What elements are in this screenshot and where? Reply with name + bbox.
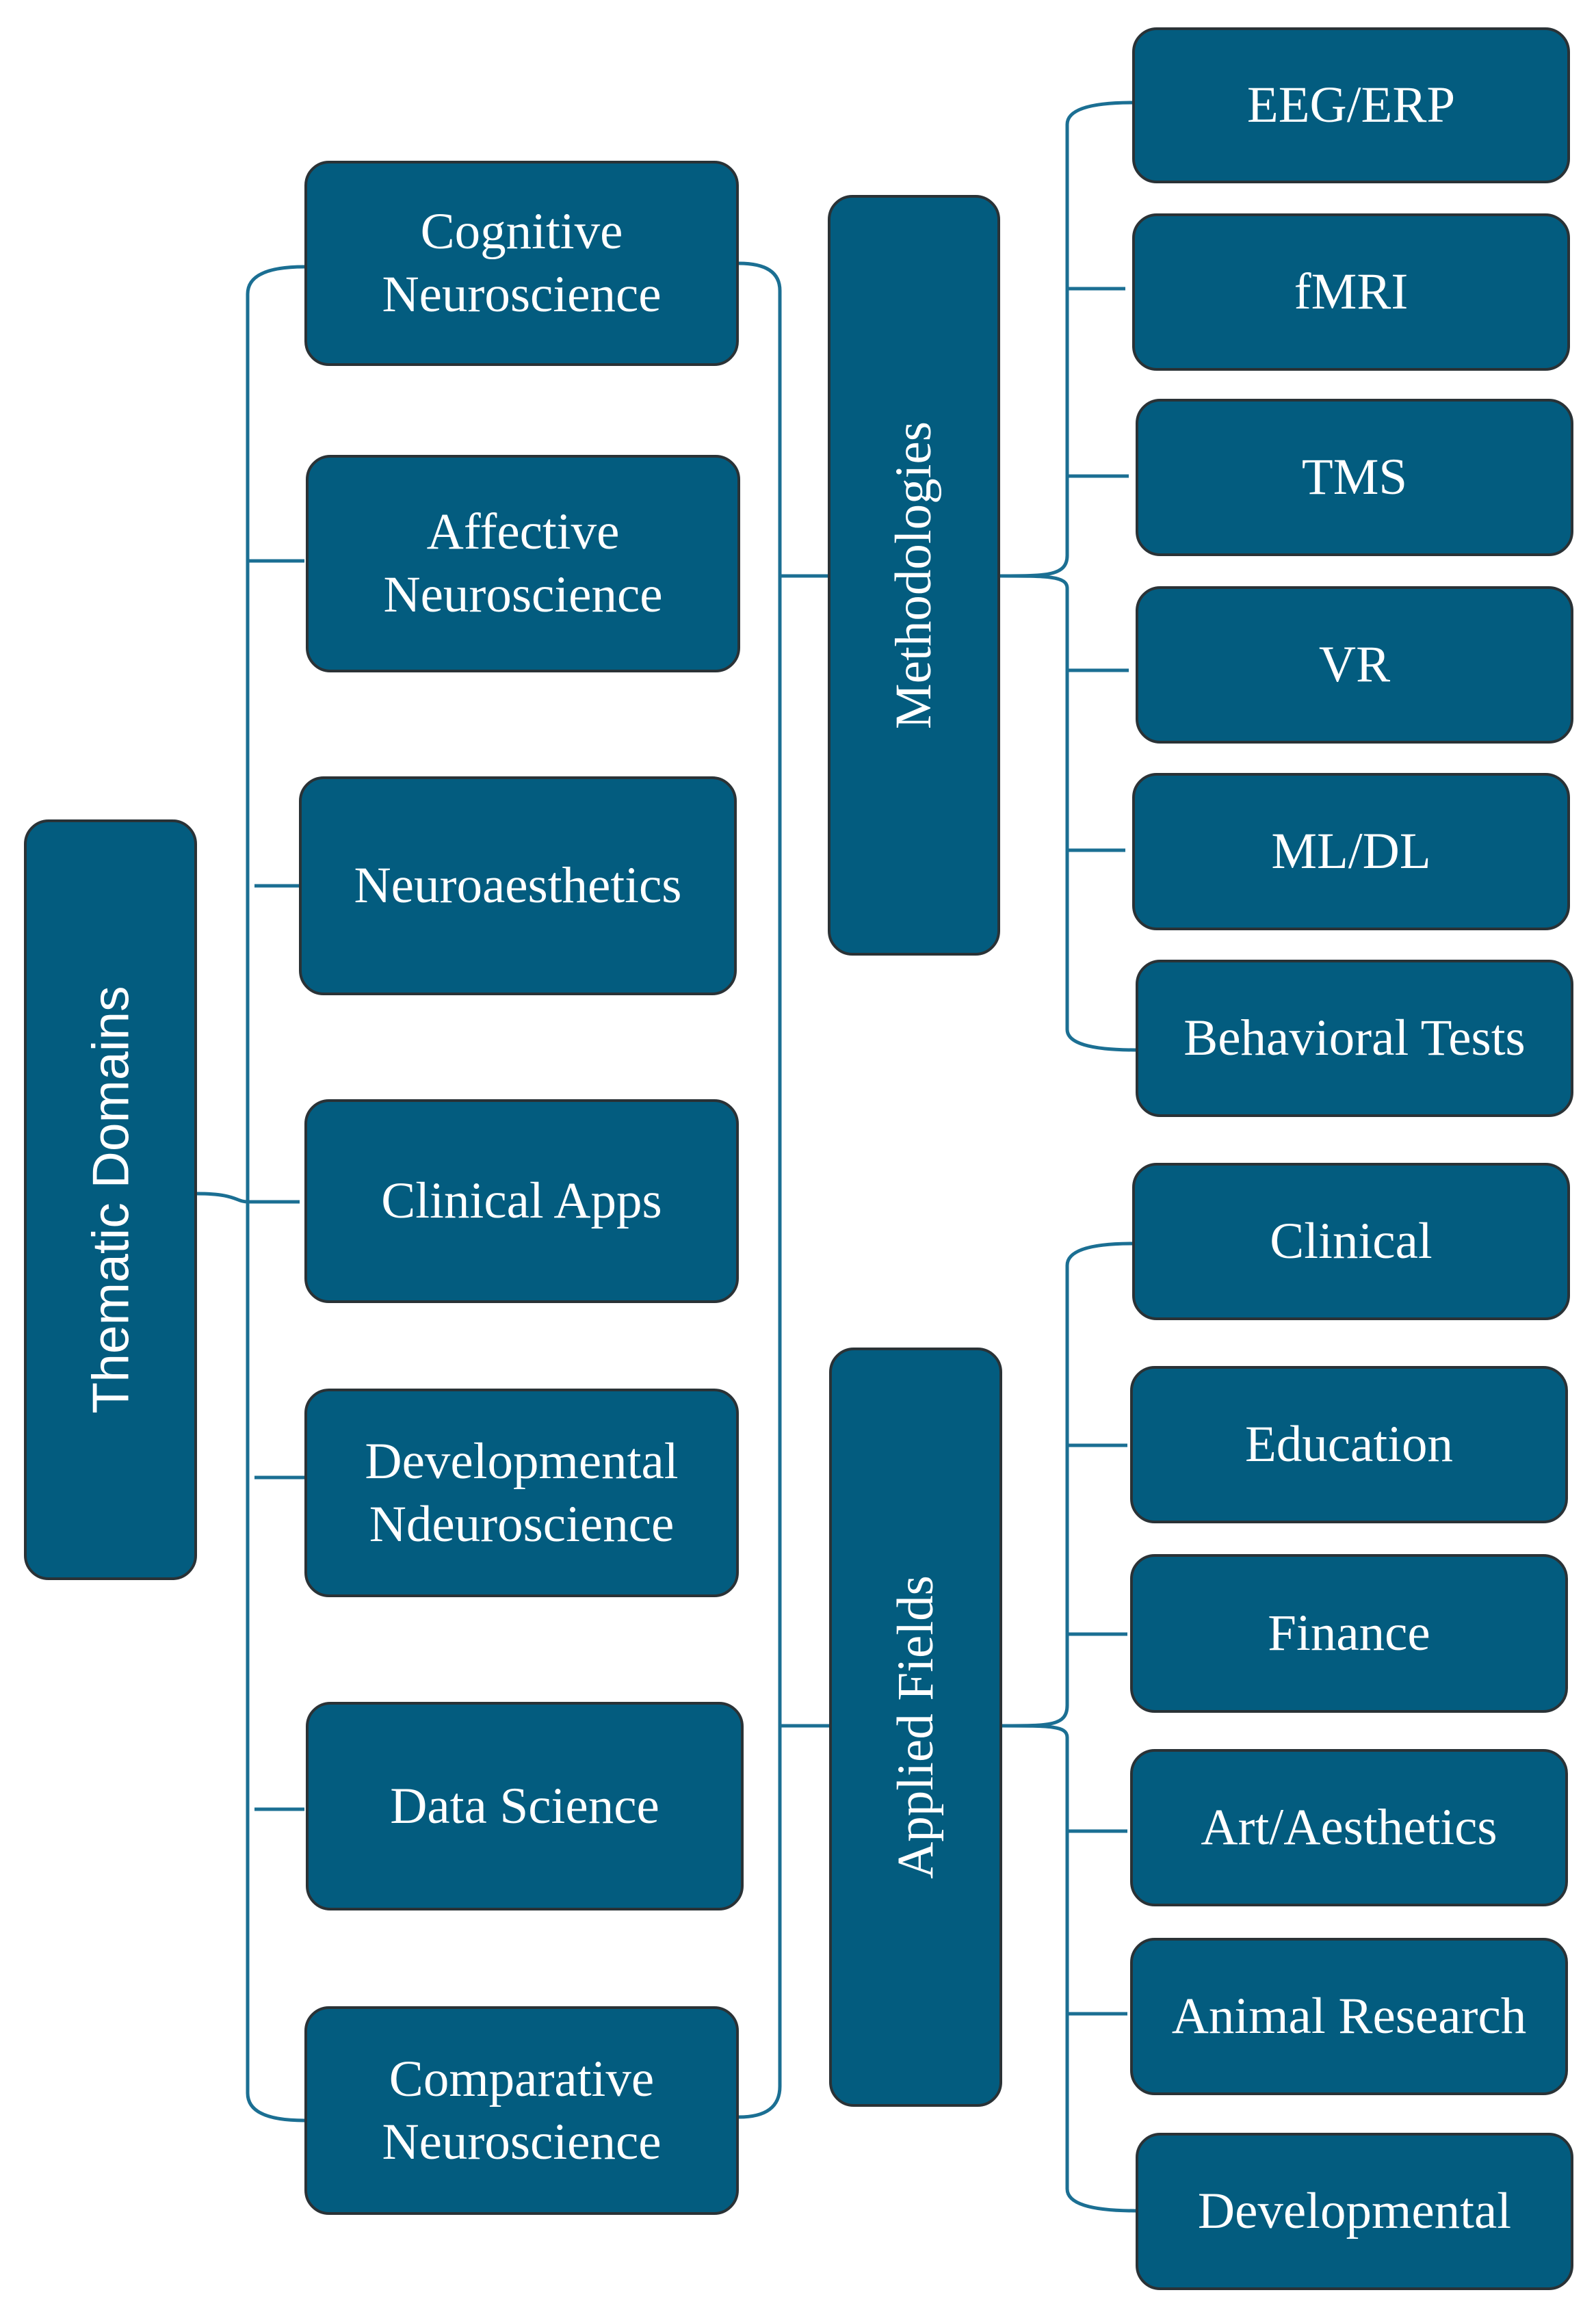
method-node-eeg-erp: EEG/ERP <box>1132 27 1570 183</box>
category-label: Applied Fields <box>887 1575 944 1879</box>
domain-label: Data Science <box>390 1777 659 1835</box>
category-node-methodologies: Methodologies <box>828 195 1000 956</box>
method-node-behavioral-tests: Behavioral Tests <box>1136 960 1573 1117</box>
method-label: EEG/ERP <box>1246 77 1456 133</box>
domain-node-comparative-neuroscience: Comparative Neuroscience <box>304 2006 739 2215</box>
field-label: Finance <box>1268 1605 1430 1661</box>
method-label: VR <box>1318 636 1391 693</box>
field-label: Clinical <box>1270 1213 1433 1270</box>
domain-node-cognitive-neuroscience: Cognitive Neuroscience <box>304 161 739 366</box>
domain-label: Neuroaesthetics <box>354 857 682 914</box>
domain-label: Cognitive Neuroscience <box>382 203 662 323</box>
method-label: fMRI <box>1294 263 1409 320</box>
method-node-tms: TMS <box>1136 399 1573 556</box>
domain-node-developmental-neuroscience: Developmental Ndeuroscience <box>304 1389 739 1597</box>
root-node-thematic-domains: Thematic Domains <box>24 819 197 1580</box>
category-node-applied-fields: Applied Fields <box>829 1348 1002 2107</box>
field-node-finance: Finance <box>1130 1554 1568 1713</box>
field-node-clinical: Clinical <box>1132 1163 1570 1320</box>
domain-label: Comparative Neuroscience <box>382 2050 662 2170</box>
field-node-art-aesthetics: Art/Aesthetics <box>1130 1749 1568 1906</box>
domain-node-neuroaesthetics: Neuroaesthetics <box>299 776 737 995</box>
field-label: Education <box>1244 1416 1454 1473</box>
domain-node-clinical-apps: Clinical Apps <box>304 1099 739 1303</box>
domain-label: Affective Neuroscience <box>383 503 663 623</box>
category-label: Methodologies <box>885 421 942 729</box>
method-label: ML/DL <box>1271 823 1431 880</box>
domain-label: Clinical Apps <box>381 1172 662 1229</box>
field-node-education: Education <box>1130 1366 1568 1523</box>
domain-label: Developmental Ndeuroscience <box>365 1432 679 1553</box>
method-label: TMS <box>1301 449 1408 505</box>
method-label: Behavioral Tests <box>1183 1010 1526 1066</box>
field-node-animal-research: Animal Research <box>1130 1938 1568 2095</box>
root-label: Thematic Domains <box>81 986 140 1414</box>
method-node-fmri: fMRI <box>1132 213 1570 371</box>
domain-node-affective-neuroscience: Affective Neuroscience <box>306 455 740 672</box>
method-node-ml-dl: ML/DL <box>1132 773 1570 930</box>
field-label: Art/Aesthetics <box>1201 1799 1497 1856</box>
domain-node-data-science: Data Science <box>306 1702 744 1910</box>
field-node-developmental: Developmental <box>1136 2133 1573 2290</box>
method-node-vr: VR <box>1136 586 1573 744</box>
field-label: Developmental <box>1197 2183 1512 2239</box>
field-label: Animal Research <box>1171 1988 1527 2045</box>
